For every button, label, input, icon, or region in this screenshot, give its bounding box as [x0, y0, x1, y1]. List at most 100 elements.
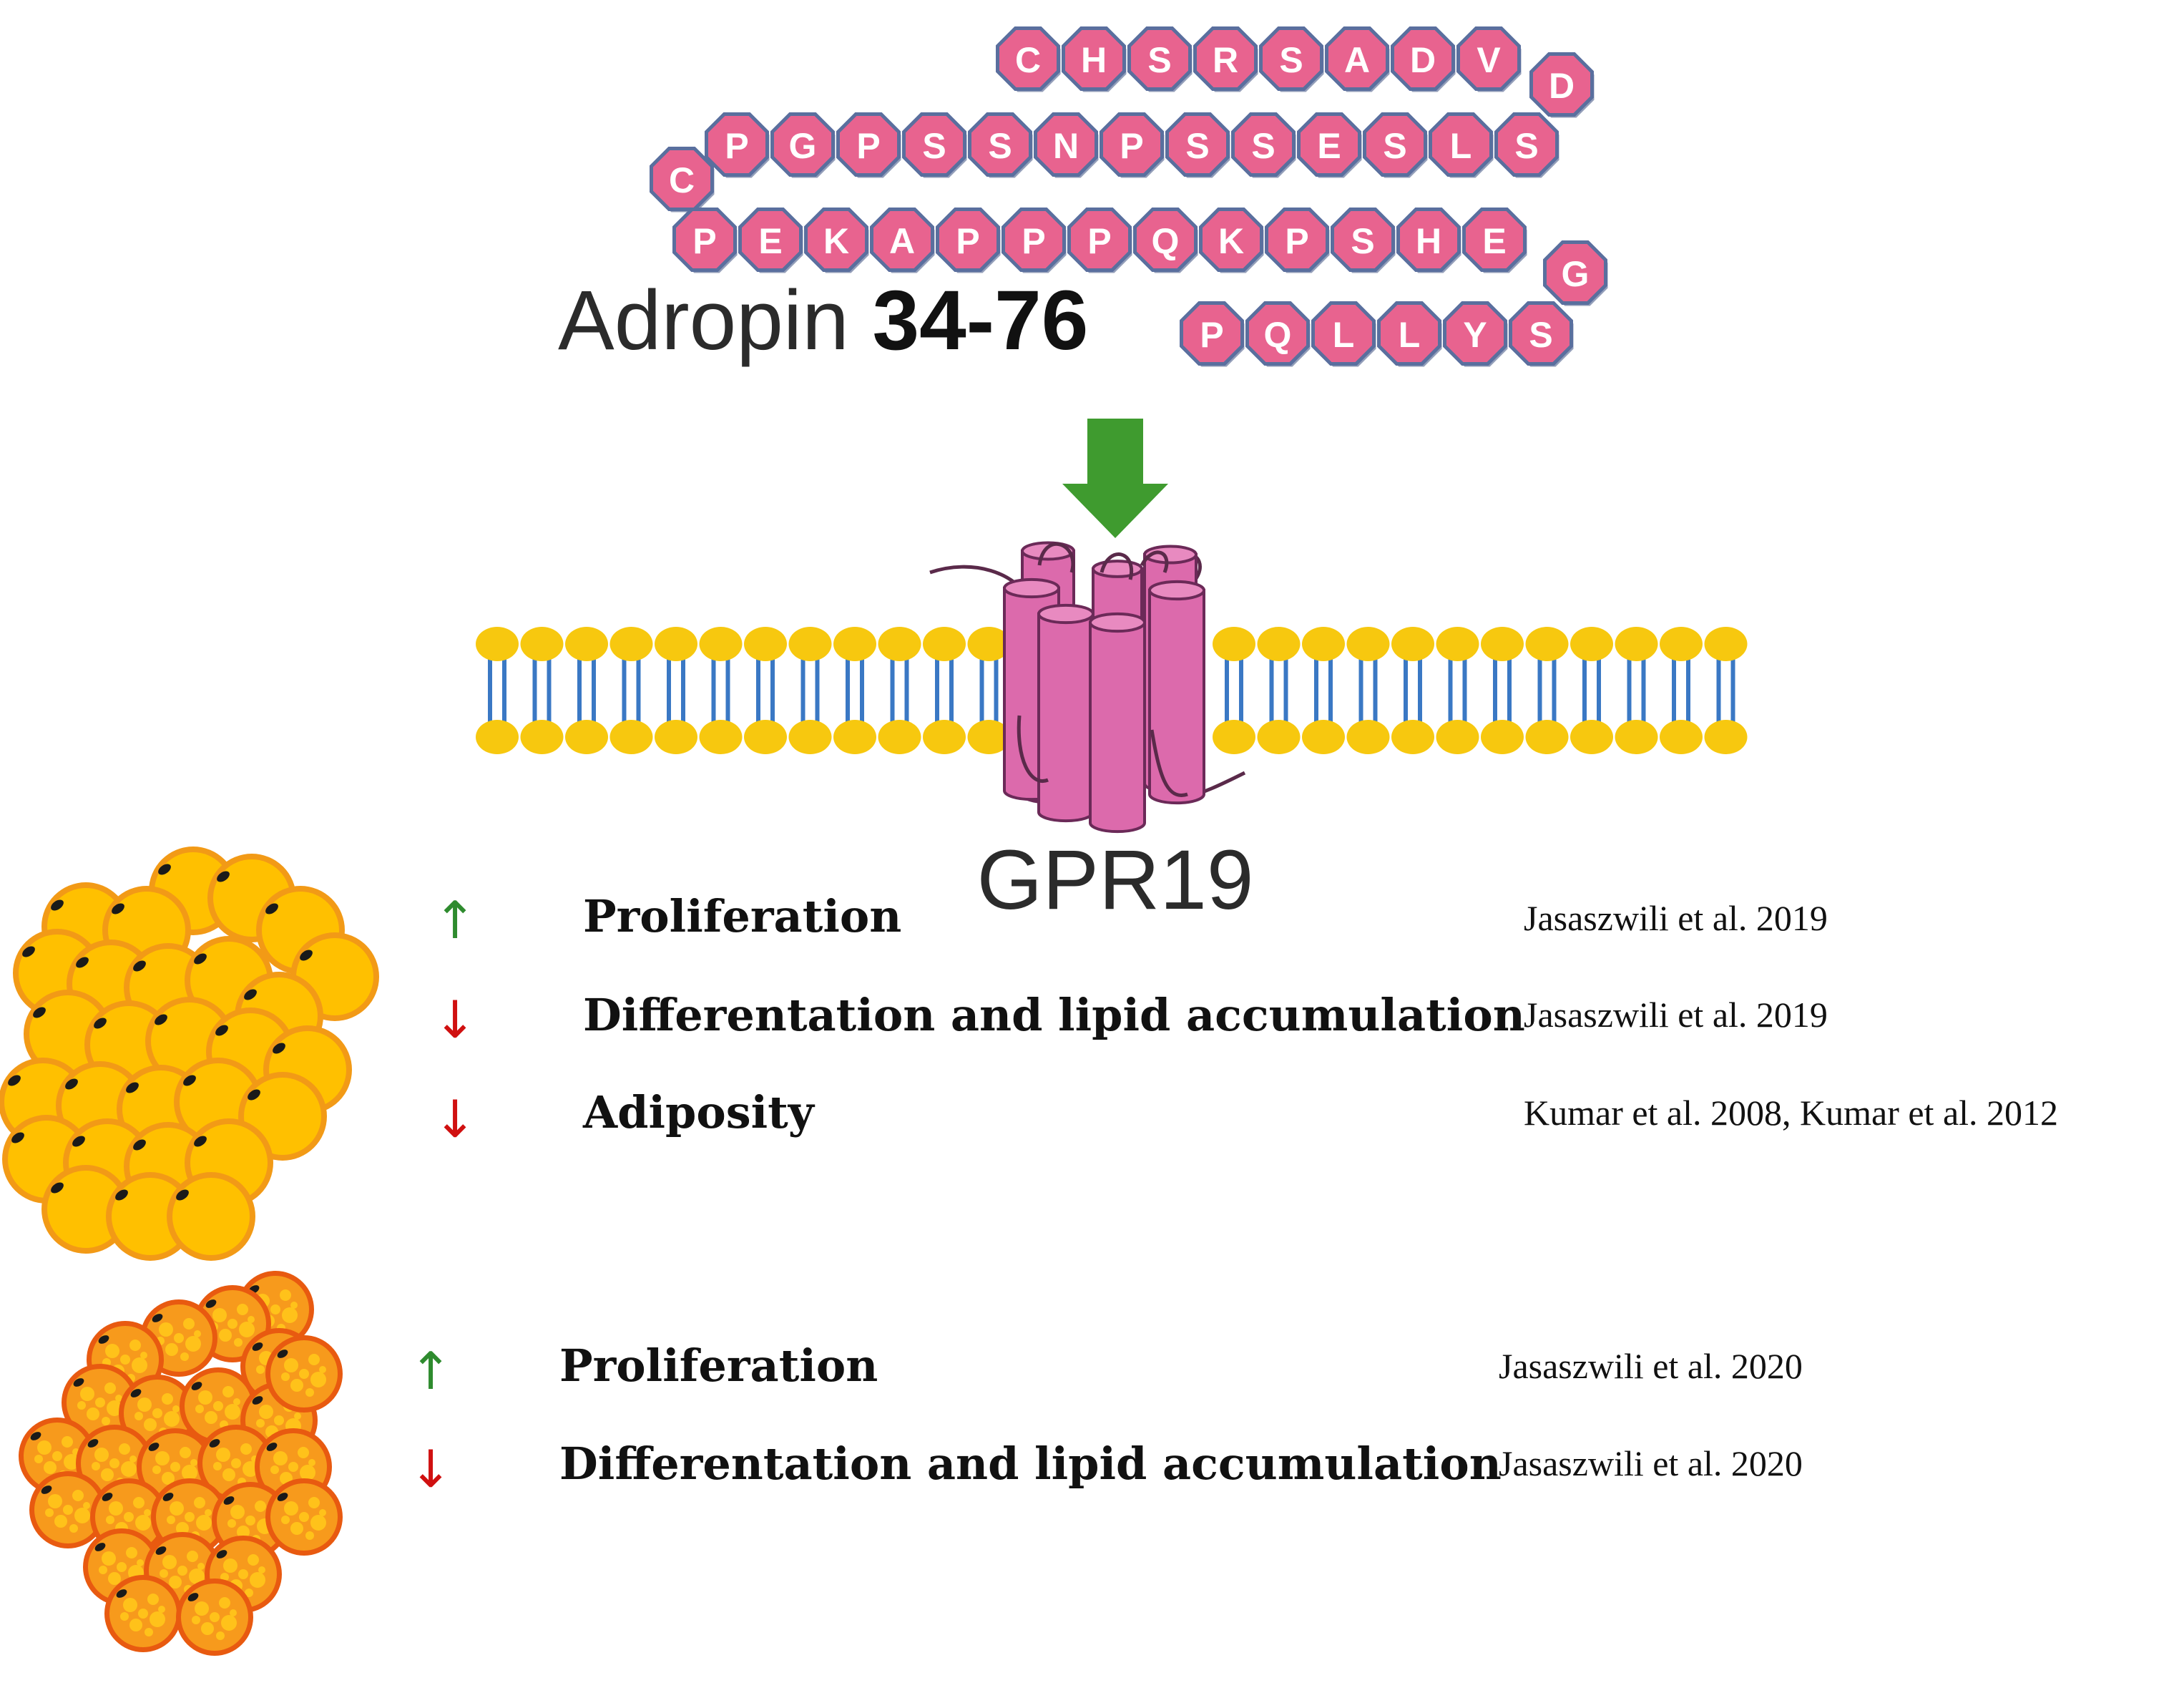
adropin-label-range: 34-76 [873, 273, 1089, 368]
residue-letter: C [1015, 40, 1041, 80]
residue-letter: G [789, 126, 817, 166]
amino-acid-residue: P [1180, 301, 1245, 367]
phospholipid [744, 627, 787, 754]
amino-acid-residue: K [804, 208, 869, 273]
amino-acid-residue: S [1509, 301, 1574, 367]
residue-letter: S [922, 126, 946, 166]
amino-acid-residue: Y [1443, 301, 1508, 367]
binding-arrow [1062, 419, 1168, 538]
residue-letter: S [1185, 126, 1209, 166]
residue-letter: S [988, 126, 1012, 166]
phospholipid [1660, 627, 1703, 754]
down-arrow-icon: ↓ [409, 1439, 453, 1499]
phospholipid [655, 627, 697, 754]
amino-acid-residue: A [870, 208, 935, 273]
phospholipid [1704, 627, 1748, 754]
residue-letter: S [1147, 40, 1171, 80]
amino-acid-residue: L [1311, 301, 1376, 367]
residue-letter: L [1333, 315, 1355, 355]
residue-letter: S [1514, 126, 1538, 166]
residue-letter: K [1218, 221, 1244, 261]
transmembrane-helix [1089, 612, 1146, 834]
residue-letter: P [1285, 221, 1308, 261]
phospholipid [476, 627, 519, 754]
effect-label: Differentation and lipid accumulation [583, 989, 1525, 1041]
residue-letter: R [1213, 40, 1238, 80]
phospholipid [923, 627, 966, 754]
brown-adipocyte [265, 1478, 343, 1556]
phospholipid [788, 627, 832, 754]
amino-acid-residue: L [1377, 301, 1442, 367]
residue-letter: S [1279, 40, 1303, 80]
amino-acid-residue: D [1529, 52, 1595, 118]
reference: Jasaszwili et al. 2020 [1499, 1443, 1803, 1483]
amino-acid-residue: G [770, 112, 836, 178]
amino-acid-residue: H [1396, 208, 1461, 273]
amino-acid-residue: R [1193, 26, 1258, 92]
receptor-label: GPR19 [977, 833, 1254, 927]
up-arrow-icon: ↑ [434, 890, 477, 950]
reference: Jasaszwili et al. 2019 [1524, 995, 1828, 1035]
residue-letter: N [1053, 126, 1079, 166]
effect-label: Adiposity [583, 1086, 814, 1138]
residue-letter: P [692, 221, 716, 261]
brown-adipocyte [265, 1335, 343, 1413]
amino-acid-residue: S [1363, 112, 1428, 178]
phospholipid [1615, 627, 1658, 754]
phospholipid [1302, 627, 1345, 754]
residue-letter: P [856, 126, 880, 166]
residue-letter: H [1081, 40, 1107, 80]
phospholipid [1481, 627, 1524, 754]
effect-label: Differentation and lipid accumulation [559, 1438, 1502, 1490]
residue-letter: S [1251, 126, 1275, 166]
residue-letter: S [1383, 126, 1406, 166]
white-adipocyte [167, 1172, 255, 1261]
residue-letter: L [1450, 126, 1472, 166]
amino-acid-residue: S [968, 112, 1033, 178]
effect-label: Proliferation [583, 890, 902, 942]
amino-acid-residue: C [996, 26, 1061, 92]
amino-acid-residue: S [1127, 26, 1193, 92]
amino-acid-residue: E [1297, 112, 1362, 178]
phospholipid [967, 627, 1011, 754]
amino-acid-residue: P [1067, 208, 1132, 273]
amino-acid-residue: S [1259, 26, 1324, 92]
residue-letter: Q [1152, 221, 1180, 261]
phospholipid [1213, 627, 1255, 754]
down-arrow-icon: ↓ [434, 1089, 477, 1149]
residue-letter: E [1482, 221, 1506, 261]
residue-letter: E [758, 221, 782, 261]
residue-letter: D [1549, 66, 1575, 106]
amino-acid-residue: S [1165, 112, 1230, 178]
brown-adipocyte [180, 1367, 257, 1445]
amino-acid-residue: L [1429, 112, 1494, 178]
phospholipid [1391, 627, 1434, 754]
cell-membrane [476, 627, 1748, 754]
reference: Jasaszwili et al. 2020 [1499, 1346, 1803, 1386]
phospholipid [1570, 627, 1613, 754]
amino-acid-residue: S [1331, 208, 1396, 273]
residue-letter: C [669, 160, 695, 200]
adropin-label-prefix: Adropin [558, 273, 873, 368]
brown-adipocyte-cluster [19, 1271, 343, 1656]
phospholipid [699, 627, 743, 754]
brown-adipocyte [104, 1575, 182, 1652]
brown-adipocyte [62, 1364, 139, 1441]
residue-letter: P [1087, 221, 1111, 261]
gpr19-receptor [929, 541, 1246, 834]
amino-acid-residue: E [738, 208, 803, 273]
phospholipid [878, 627, 921, 754]
residue-letter: S [1351, 221, 1374, 261]
phospholipid [520, 627, 564, 754]
amino-acid-residue: P [705, 112, 770, 178]
brown-adipocyte [176, 1579, 253, 1656]
amino-acid-residue: P [1002, 208, 1067, 273]
amino-acid-residue: P [836, 112, 901, 178]
residue-letter: Q [1264, 315, 1292, 355]
amino-acid-residue: P [936, 208, 1001, 273]
down-arrow-icon: ↓ [434, 990, 477, 1050]
phospholipid [1257, 627, 1301, 754]
residue-letter: G [1562, 254, 1590, 294]
